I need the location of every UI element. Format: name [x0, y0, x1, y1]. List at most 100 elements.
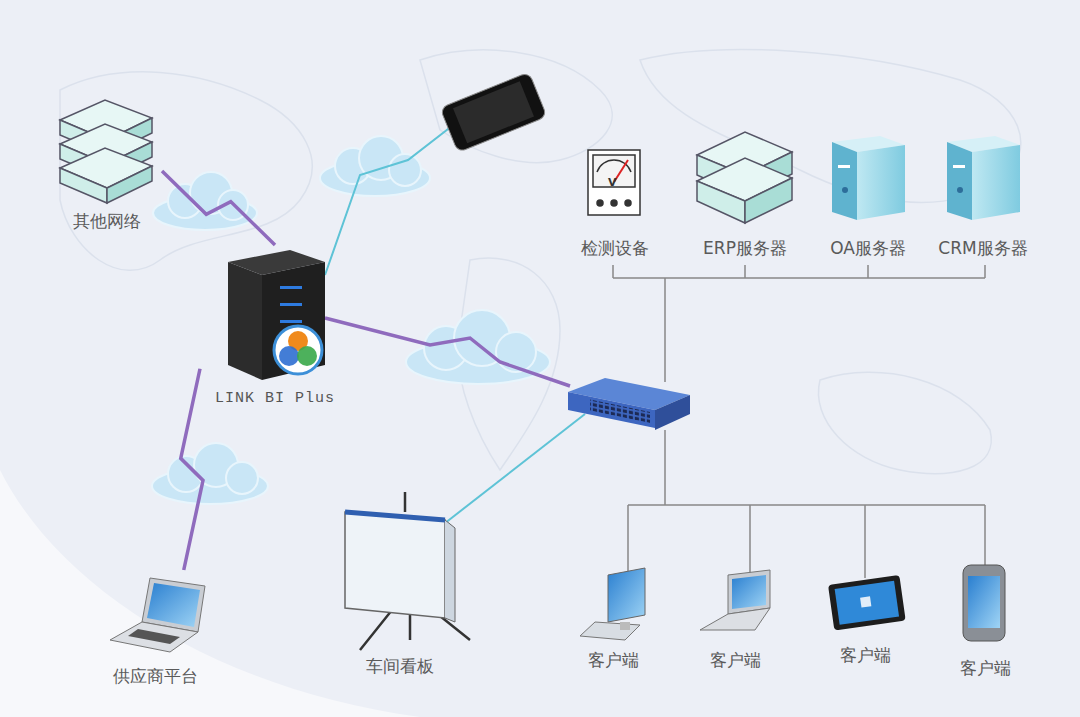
cloud: [389, 154, 421, 186]
board: [445, 520, 455, 622]
device-label: OA服务器: [830, 238, 906, 260]
bi-server: [280, 320, 302, 323]
erp-server: [697, 158, 792, 223]
lightning-connector: [162, 171, 275, 245]
meter: [588, 150, 640, 215]
client-laptop: [728, 570, 770, 614]
device-node: 检测设备: [568, 143, 663, 260]
laptop: [128, 629, 180, 644]
device-node: 客户端: [695, 565, 775, 672]
erp-server: [697, 132, 792, 223]
erp-server: [697, 181, 745, 223]
board: [345, 512, 445, 618]
cloud: [153, 172, 257, 230]
bi-server: [262, 262, 325, 380]
client-phone: [963, 565, 1005, 641]
meter-letter: V: [608, 176, 617, 189]
bi-server: [274, 326, 322, 374]
cloud: [152, 136, 550, 504]
switch: [568, 392, 655, 428]
world-map: [60, 72, 312, 270]
device-node: LINK BI Plus: [200, 245, 350, 410]
client-tablet: [828, 575, 906, 631]
client-desktop: [580, 622, 640, 640]
device-label: CRM服务器: [938, 238, 1027, 260]
tower-server: [832, 142, 857, 220]
board: [345, 512, 445, 520]
client-desktop: [608, 568, 645, 622]
device-label: 车间看板: [366, 656, 434, 678]
bus-wire: [613, 265, 985, 382]
network-wire: [325, 112, 470, 275]
tower-server: [857, 145, 905, 220]
network-wire: [440, 414, 585, 527]
tower-server: [972, 145, 1020, 220]
stack-server: [107, 166, 152, 203]
world-map: [60, 50, 1021, 474]
bi-server: [280, 286, 302, 323]
client-phone: [968, 576, 1000, 628]
phone: [440, 72, 547, 152]
cloud: [320, 136, 430, 196]
tower-server: [832, 136, 1020, 220]
device-node: CRM服务器: [928, 130, 1038, 260]
switch: [655, 395, 690, 430]
tower-server: [953, 165, 965, 168]
switch: [568, 392, 655, 428]
device-node: 车间看板: [325, 485, 475, 678]
client-laptop: [732, 575, 766, 609]
meter: [611, 200, 617, 206]
bus-wire: [628, 430, 985, 578]
tower-server: [957, 187, 963, 193]
stack-server: [60, 100, 152, 203]
client-phone: [963, 565, 1005, 641]
device-node: OA服务器: [816, 130, 921, 260]
phone: [453, 81, 534, 143]
client-tablet: [828, 575, 906, 631]
device-label: 检测设备: [581, 238, 649, 260]
device-label: 客户端: [710, 650, 761, 672]
device-label: ERP服务器: [703, 238, 787, 260]
lightning-connector: [181, 369, 203, 570]
bi-server: [280, 286, 302, 289]
bus-wire: [613, 265, 985, 578]
network-wire: [325, 112, 585, 527]
lightning-link: [325, 318, 570, 386]
tower-server: [842, 187, 848, 193]
tower-server: [832, 136, 905, 220]
stack-server: [60, 168, 107, 203]
erp-server: [745, 178, 792, 223]
bi-server: [228, 250, 325, 380]
meter: [588, 150, 640, 215]
bi-server: [297, 346, 317, 366]
client-laptop: [700, 608, 770, 630]
device-label: LINK BI Plus: [215, 390, 335, 410]
device-node: ERP服务器: [688, 125, 803, 260]
tower-server: [838, 165, 850, 168]
laptop: [147, 583, 200, 627]
world-map: [420, 50, 612, 163]
cloud: [226, 462, 258, 494]
tower-server: [947, 136, 1020, 220]
device-label: 客户端: [588, 650, 639, 672]
phone: [440, 72, 547, 152]
device-node: 客户端: [945, 560, 1025, 680]
meter: [597, 200, 603, 206]
stack-server: [60, 148, 152, 203]
device-node: 供应商平台: [98, 570, 213, 688]
world-map: [818, 372, 991, 473]
device-node: 客户端: [825, 572, 905, 667]
laptop: [110, 578, 205, 652]
switch: [568, 378, 690, 430]
switch: [590, 400, 650, 423]
client-laptop: [700, 570, 770, 630]
device-label: 供应商平台: [113, 666, 198, 688]
tower-server: [947, 142, 972, 220]
bi-server: [280, 303, 302, 306]
device-label: 其他网络: [73, 211, 141, 233]
client-tablet: [835, 581, 899, 625]
client-desktop: [620, 622, 630, 630]
board: [404, 492, 407, 512]
meter: [625, 200, 631, 206]
